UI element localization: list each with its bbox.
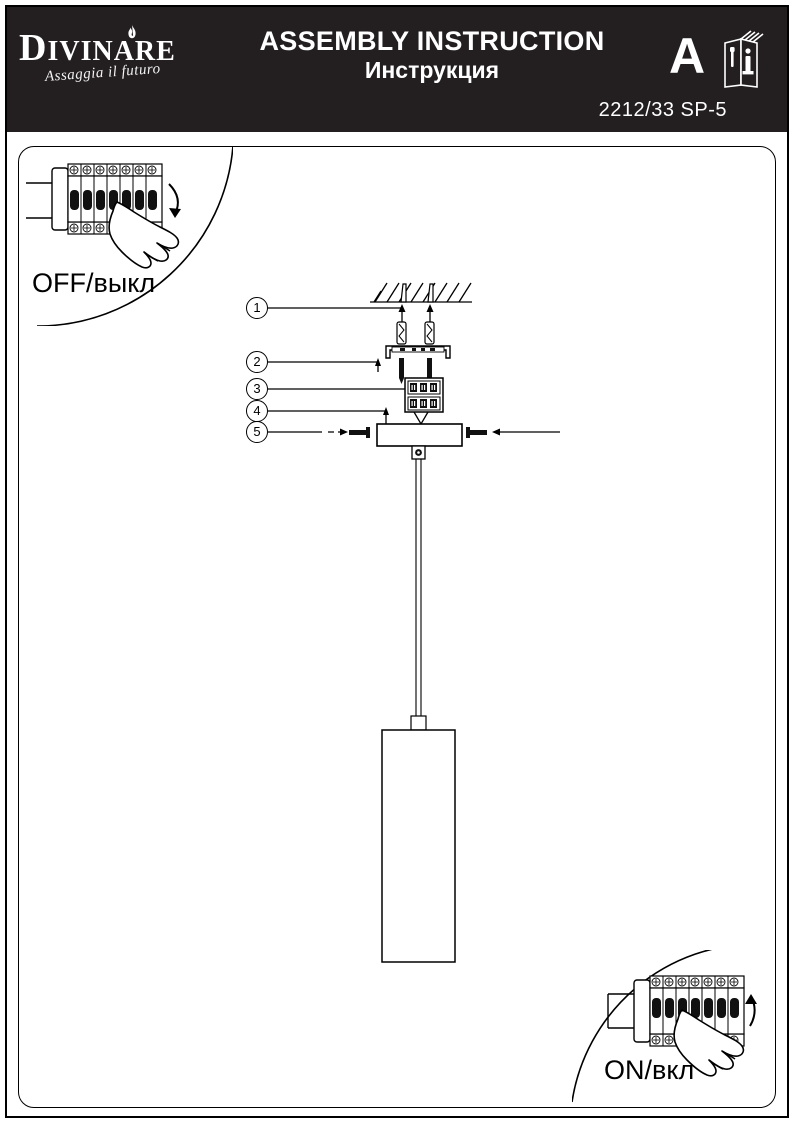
callout-number-5: 5 bbox=[246, 421, 268, 443]
model-number: 2212/33 SP-5 bbox=[598, 99, 727, 121]
on-label: ON/вкл bbox=[604, 1055, 695, 1085]
title-english: ASSEMBLY INSTRUCTION bbox=[259, 26, 605, 56]
arrow-up-icon bbox=[745, 994, 757, 1027]
cable-gripper-icon bbox=[411, 445, 426, 460]
content-panel bbox=[18, 146, 776, 1108]
arrow-up-1b bbox=[426, 304, 434, 322]
wall-anchor-icon bbox=[396, 321, 435, 345]
hatched-ceiling bbox=[370, 282, 472, 303]
page-border bbox=[5, 5, 789, 1118]
arrow-left-5 bbox=[492, 428, 500, 436]
drill-holes bbox=[400, 283, 434, 303]
inset-arc bbox=[36, 146, 233, 326]
mounting-bracket-icon bbox=[385, 345, 451, 359]
breaker-modules bbox=[651, 976, 739, 1046]
callout-number-1: 1 bbox=[246, 297, 268, 319]
set-screw-icon bbox=[349, 427, 487, 438]
badge-letter: A bbox=[669, 28, 706, 84]
breaker-on-illustration bbox=[572, 950, 787, 1108]
arrow-down-icon bbox=[168, 183, 181, 218]
breaker-off-illustration bbox=[18, 146, 233, 326]
shade-connector bbox=[410, 715, 427, 731]
booklet-icon bbox=[724, 30, 764, 88]
callout-number-2: 2 bbox=[246, 351, 268, 373]
canopy-icon bbox=[376, 423, 463, 447]
arrow-up-4 bbox=[383, 407, 389, 424]
off-label: OFF/выкл bbox=[32, 268, 156, 298]
callout-number-3: 3 bbox=[246, 378, 268, 400]
suspension-cable bbox=[415, 459, 422, 716]
brand-name: DIVINARE bbox=[19, 27, 176, 69]
hand-pointing-icon bbox=[673, 1009, 745, 1077]
document-title: ASSEMBLY INSTRUCTION Инструкция bbox=[222, 27, 642, 84]
arrow-right-5 bbox=[340, 428, 348, 436]
arrow-up-1 bbox=[398, 304, 406, 322]
flame-icon bbox=[128, 25, 136, 39]
header-bar: DIVINARE Assaggia il futuro ASSEMBLY INS… bbox=[7, 7, 787, 132]
terminal-block-icon bbox=[404, 377, 444, 413]
callout-number-4: 4 bbox=[246, 400, 268, 422]
cylindrical-pendant-shade bbox=[381, 729, 456, 963]
hand-pointing-icon bbox=[108, 201, 180, 269]
brand-logo: DIVINARE Assaggia il futuro bbox=[19, 25, 229, 109]
instruction-booklet-icon: A bbox=[669, 29, 765, 91]
arrow-up-2 bbox=[375, 358, 381, 372]
title-russian: Инструкция bbox=[364, 57, 500, 84]
